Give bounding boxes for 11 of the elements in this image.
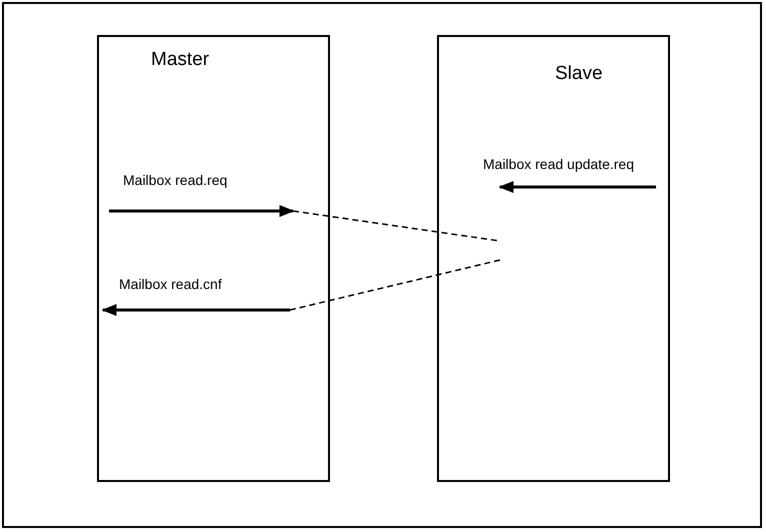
dashed-line xyxy=(290,259,500,311)
lifeline-box xyxy=(437,35,670,482)
arrow xyxy=(102,304,290,316)
edge-label: Mailbox read.req xyxy=(122,172,228,188)
arrow xyxy=(109,205,294,217)
box-title: Master xyxy=(151,49,210,71)
edge-label: Mailbox read.cnf xyxy=(118,276,223,292)
edge-label: Mailbox read update.req xyxy=(482,156,635,172)
lifeline-box xyxy=(97,35,330,482)
box-title: Slave xyxy=(555,63,603,85)
arrow xyxy=(498,181,656,193)
